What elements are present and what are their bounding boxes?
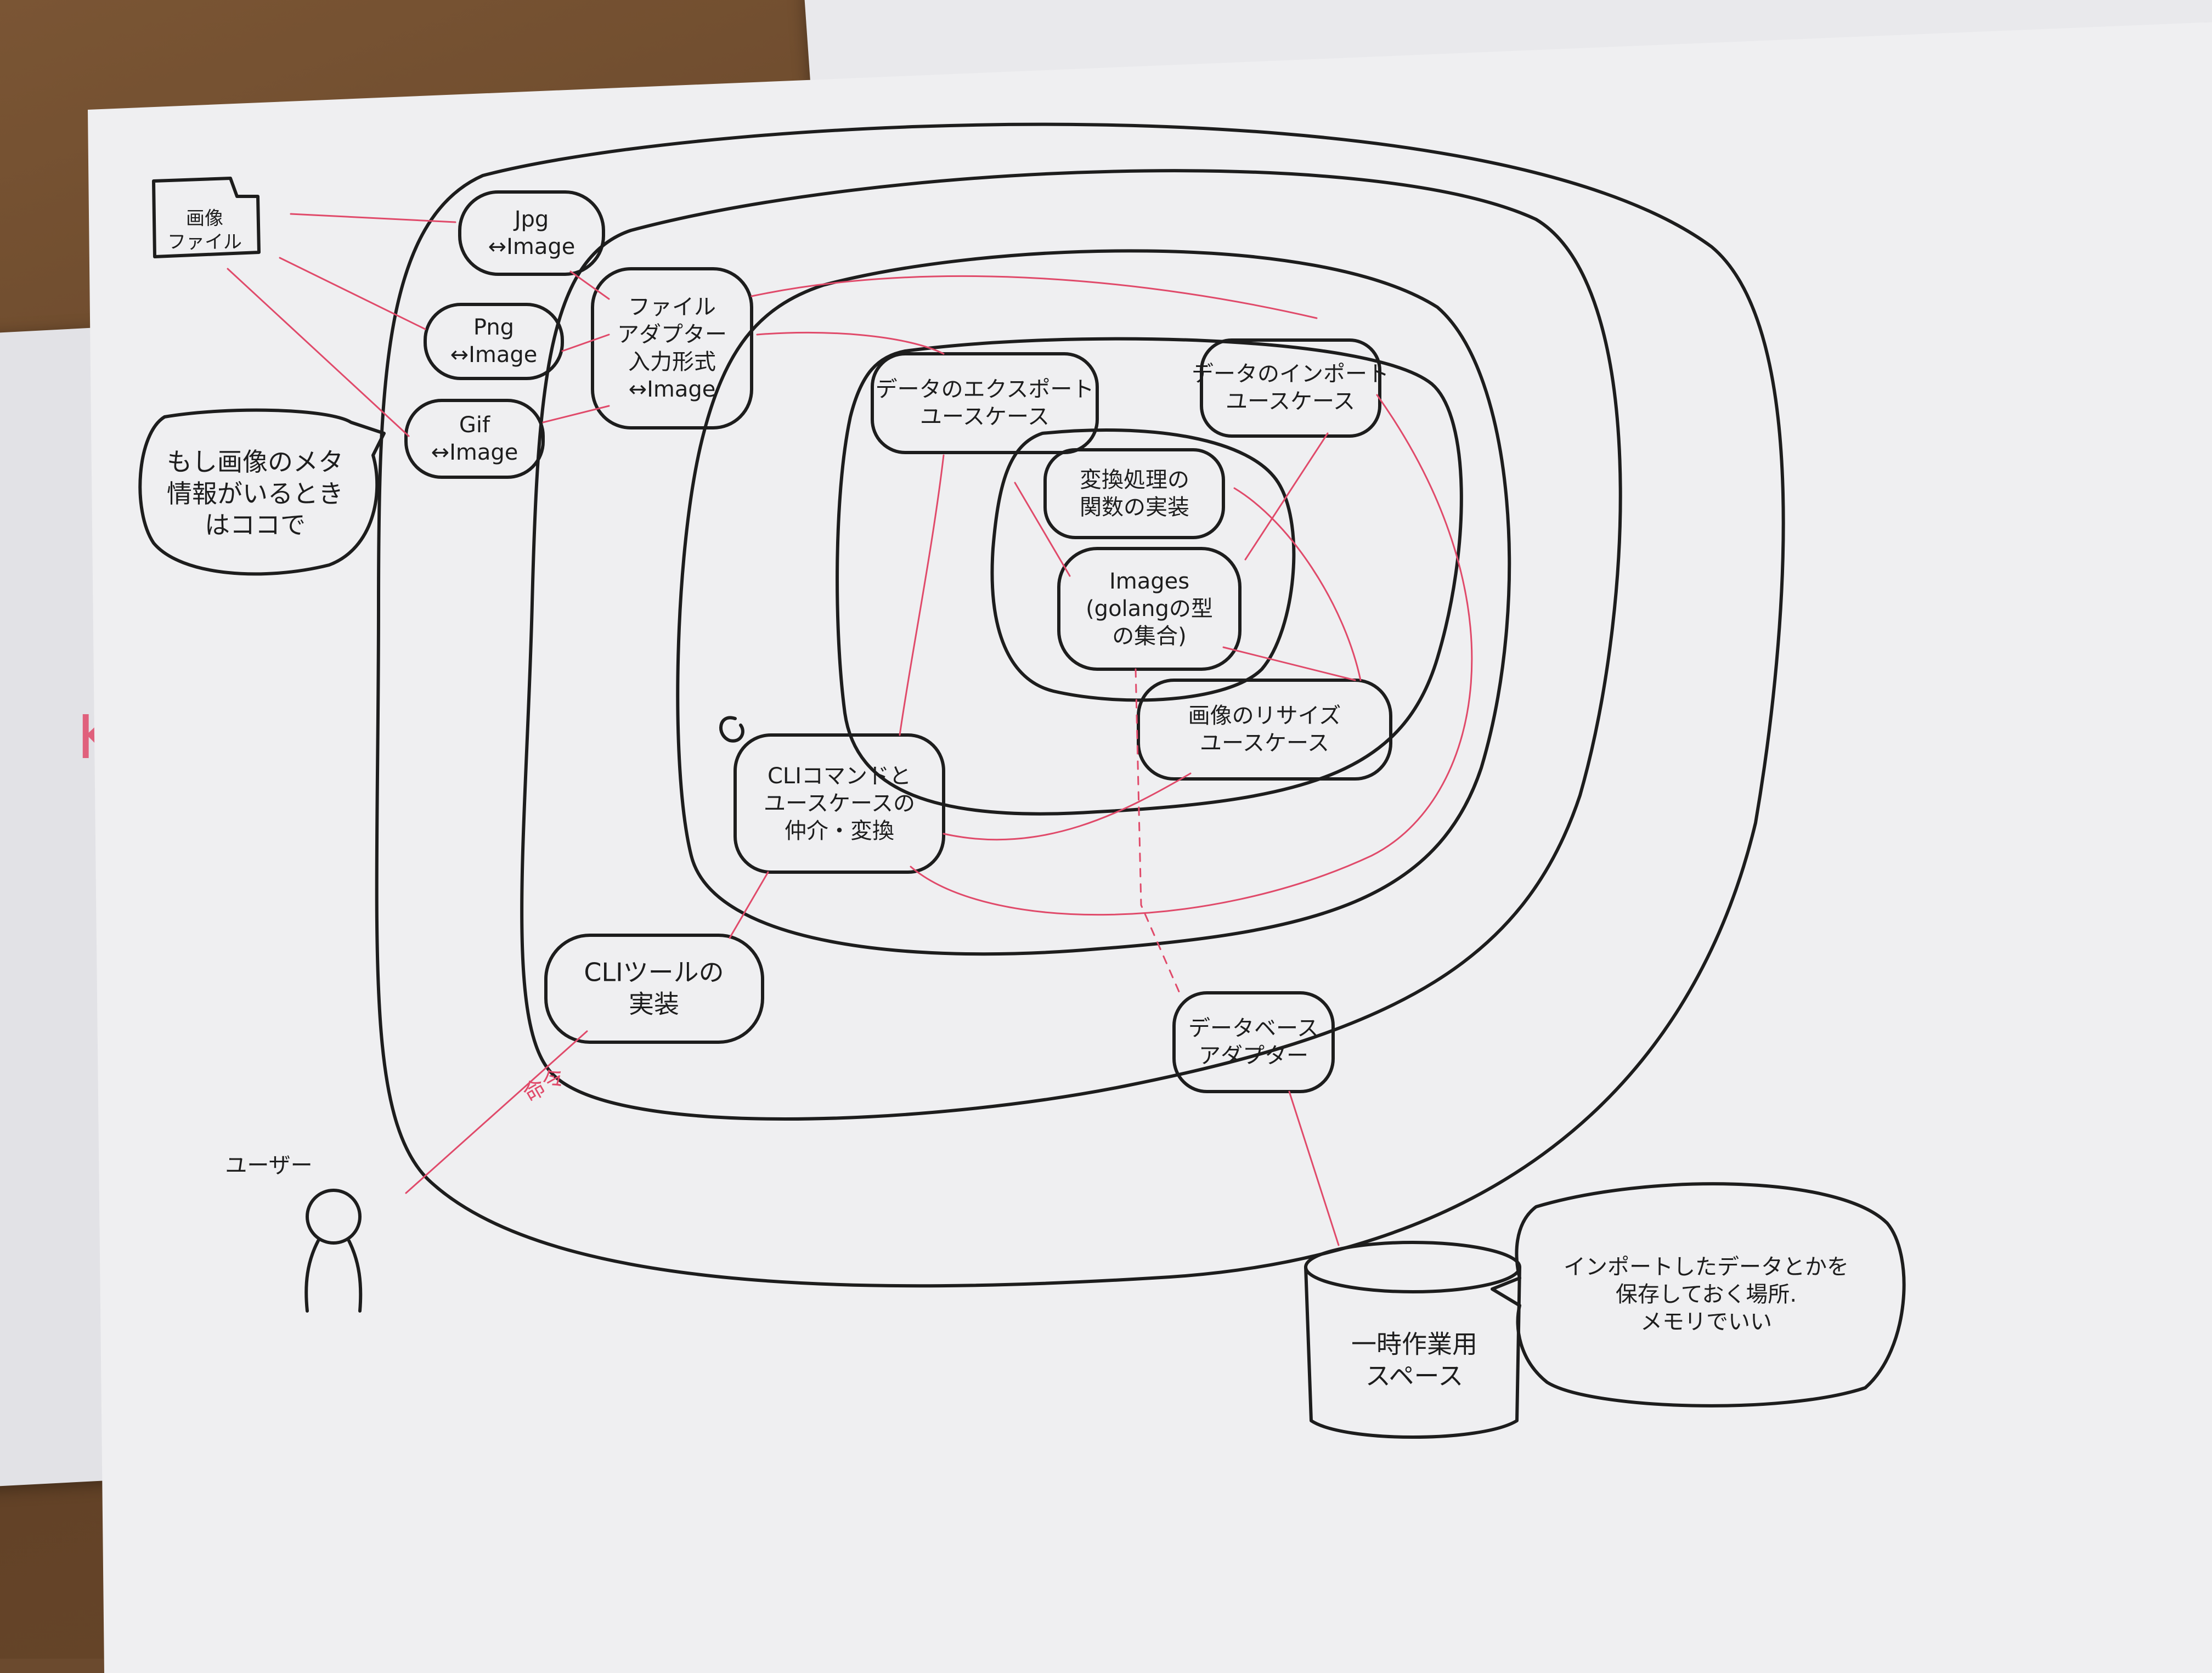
edge-images-dbadapter: [1135, 668, 1181, 994]
conversion-impl-node: [1043, 448, 1225, 539]
edge-export-conversion: [1014, 482, 1071, 577]
edge-conversion-resize: [1233, 487, 1362, 681]
file-adapter-label: ファイルアダプター入力形式↔Image: [617, 295, 727, 402]
cli-mediator-node: [733, 733, 945, 874]
edge-user-cli: [405, 1030, 588, 1194]
temp-space-label: 一時作業用スペース: [1351, 1329, 1477, 1391]
edge-file-gif: [227, 268, 410, 437]
temp-space-cylinder-body: [1304, 1265, 1521, 1439]
edge-jpg-adapter: [569, 270, 610, 300]
cli-tool-label: CLIツールの実装: [584, 957, 724, 1019]
edge-mediator-import: [910, 394, 1473, 916]
export-usecase-node: [871, 352, 1099, 454]
gif-label: Gif↔Image: [431, 412, 518, 465]
png-node: [424, 303, 564, 380]
file-adapter-node: [591, 267, 753, 429]
edge-mediator-export: [899, 454, 945, 736]
layer-ring-4: [836, 337, 1463, 816]
jpg-node: [458, 190, 605, 276]
edge-png-adapter: [561, 334, 610, 352]
edge-mediator-resize: [943, 772, 1192, 841]
metadata-note-label: もし画像のメタ情報がいるときはココで: [167, 446, 343, 540]
edge-images-resize: [1222, 646, 1356, 681]
layer-ring-core: [990, 428, 1296, 702]
user-body-icon: [304, 1239, 363, 1313]
database-adapter-node: [1172, 991, 1335, 1093]
cli-tool-node: [544, 934, 764, 1044]
layer-ring-2: [520, 169, 1622, 1121]
png-label: Png↔Image: [450, 315, 538, 368]
paper-sheet: [88, 22, 2212, 1673]
edge-gif-adapter: [542, 405, 610, 423]
image-file-label: 画像ファイル: [167, 207, 242, 253]
layer-ring-outer: [375, 122, 1785, 1288]
cli-mediator-label: CLIコマンドとユースケースの仲介・変換: [764, 764, 915, 844]
edge-dbadapter-temp: [1288, 1090, 1340, 1246]
edge-adapter-export: [756, 331, 945, 355]
database-adapter-label: データベースアダプター: [1188, 1016, 1319, 1069]
user-label: ユーザー: [225, 1153, 313, 1178]
temp-space-cylinder-top: [1304, 1241, 1521, 1293]
jpg-label: Jpg↔Image: [488, 207, 575, 259]
user-head-icon: [306, 1189, 362, 1245]
import-usecase-label: データのインポートユースケース: [1192, 361, 1389, 414]
resize-usecase-node: [1137, 679, 1392, 781]
edge-import-images: [1244, 432, 1329, 561]
edge-file-jpg: [290, 213, 456, 223]
edge-adapter-import: [751, 275, 1318, 319]
resize-usecase-label: 画像のリサイズユースケース: [1188, 703, 1341, 756]
images-type-node: [1057, 547, 1242, 671]
layer-ring-3: [676, 249, 1511, 956]
refresh-mark-icon: [719, 716, 744, 743]
images-type-label: Images(golangの型の集合): [1086, 569, 1213, 649]
gif-node: [404, 399, 545, 479]
folder-icon: [152, 177, 261, 258]
metadata-note-bubble: [138, 408, 386, 576]
edge-file-png: [279, 257, 426, 330]
import-usecase-node: [1200, 338, 1381, 438]
edge-cli-mediator: [729, 871, 769, 939]
temp-space-note-label: インポートしたデータとかを保存しておく場所.メモリでいい: [1564, 1254, 1849, 1335]
export-usecase-label: データのエクスポートユースケース: [875, 377, 1094, 429]
conversion-impl-label: 変換処理の関数の実装: [1080, 467, 1189, 520]
